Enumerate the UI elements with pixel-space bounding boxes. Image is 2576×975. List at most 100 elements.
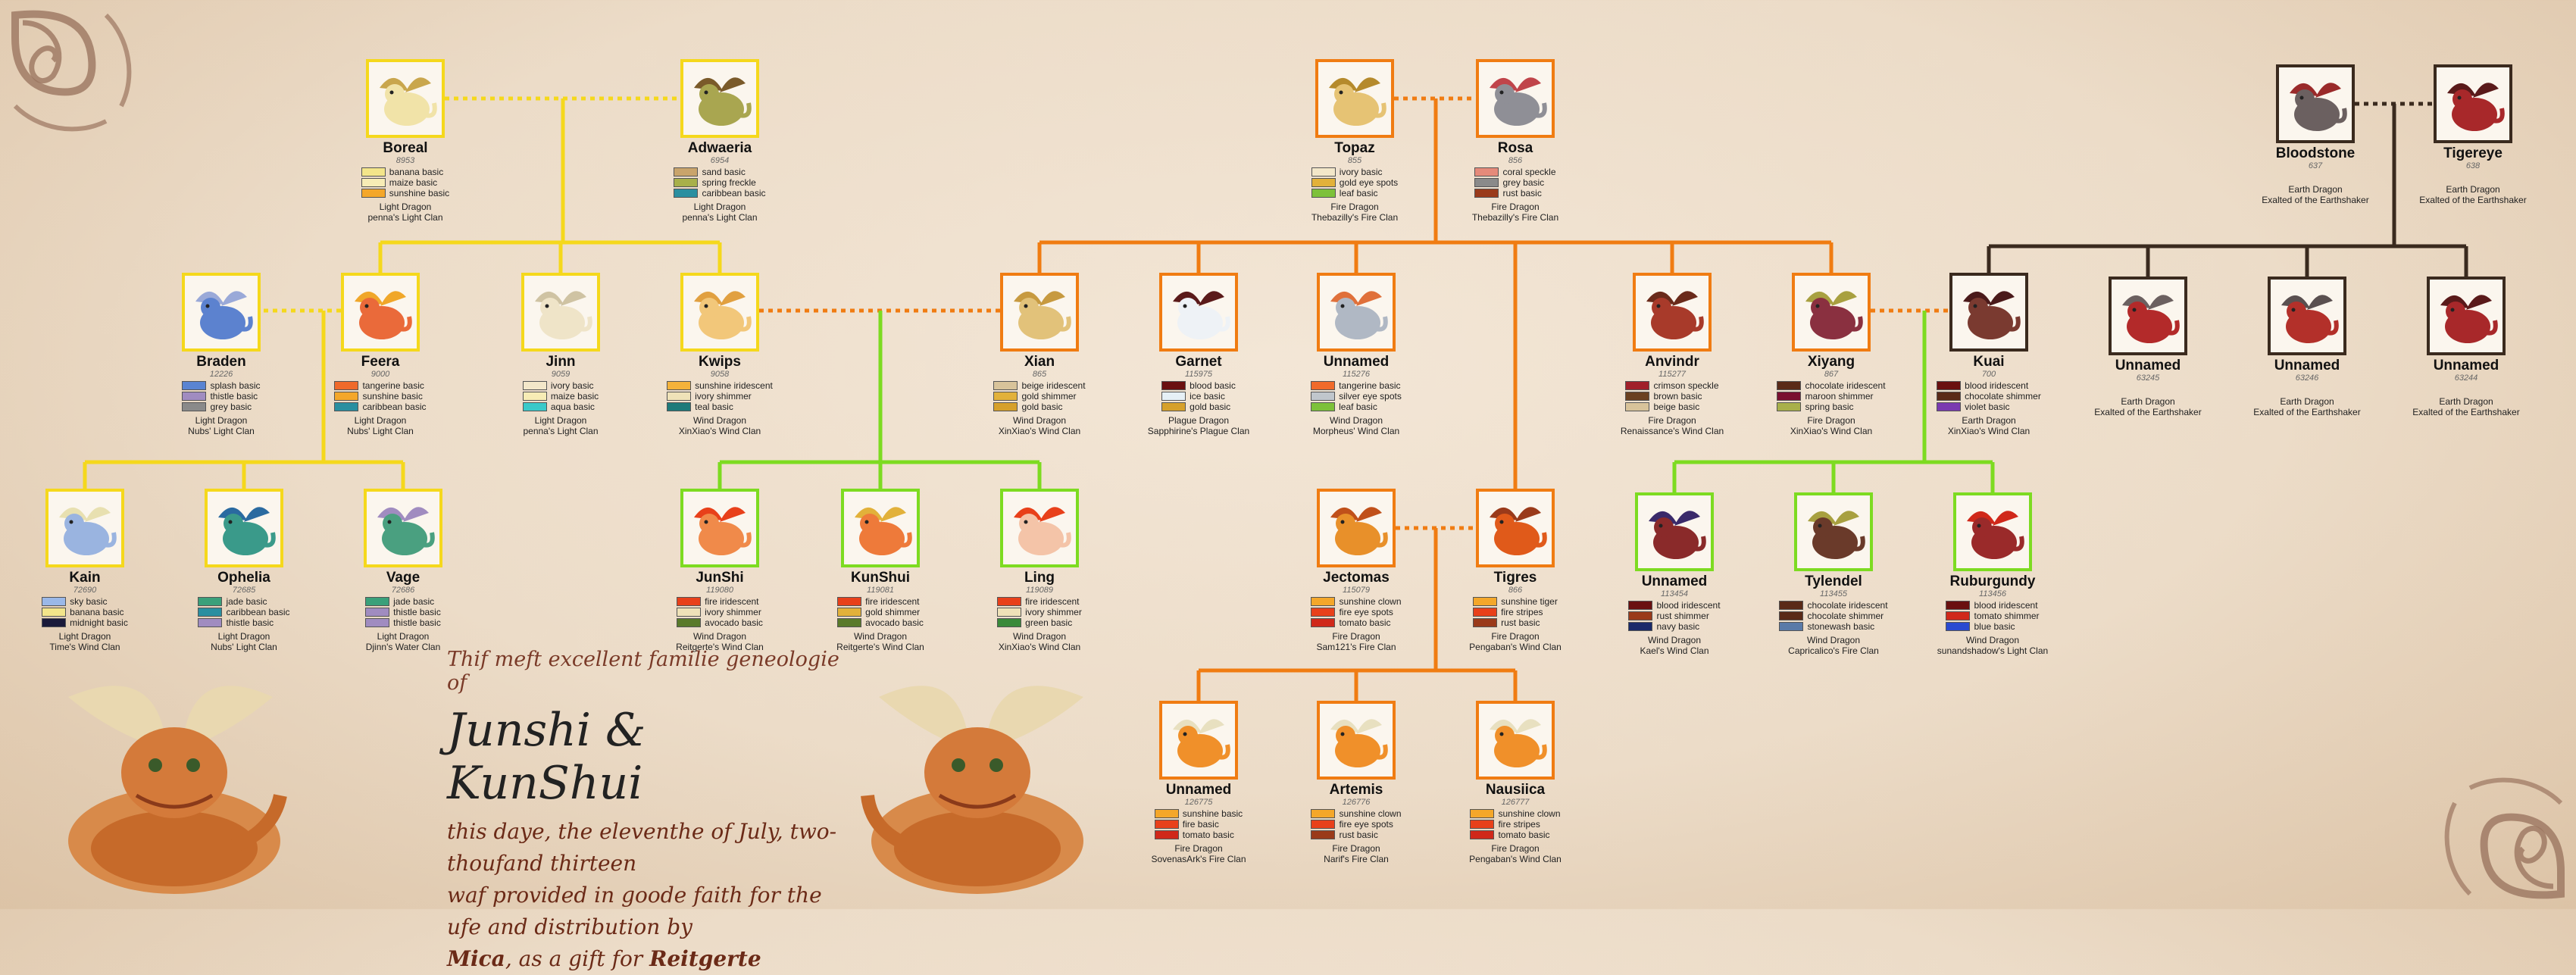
dragon-portrait[interactable] bbox=[680, 273, 759, 352]
dragon-portrait[interactable] bbox=[1635, 492, 1714, 571]
dragon-portrait[interactable] bbox=[341, 273, 420, 352]
dragon-name[interactable]: Bloodstone bbox=[2275, 145, 2356, 161]
dragon-name[interactable]: Jectomas bbox=[1323, 570, 1390, 586]
dragon-portrait[interactable] bbox=[364, 489, 442, 567]
dragon-portrait[interactable] bbox=[2109, 277, 2187, 355]
dragon-card[interactable]: Unnamed 63244 Earth Dragon Exalted of th… bbox=[2379, 277, 2553, 417]
dragon-name[interactable]: Unnamed bbox=[2274, 358, 2340, 373]
dragon-name[interactable]: Ophelia bbox=[217, 570, 270, 586]
dragon-name[interactable]: Ling bbox=[1024, 570, 1055, 586]
dragon-portrait[interactable] bbox=[1317, 701, 1396, 780]
dragon-portrait[interactable] bbox=[1476, 59, 1555, 138]
dragon-portrait[interactable] bbox=[1000, 273, 1079, 352]
dragon-portrait[interactable] bbox=[1792, 273, 1871, 352]
dragon-name[interactable]: Artemis bbox=[1329, 782, 1383, 798]
dragon-name[interactable]: Topaz bbox=[1334, 140, 1375, 156]
dragon-name[interactable]: Unnamed bbox=[1641, 573, 1708, 589]
dragon-name[interactable]: Feera bbox=[361, 354, 400, 370]
dragon-portrait[interactable] bbox=[182, 273, 261, 352]
dragon-name[interactable]: Garnet bbox=[1175, 354, 1222, 370]
dragon-name[interactable]: Braden bbox=[196, 354, 246, 370]
dragon-name[interactable]: Rosa bbox=[1497, 140, 1533, 156]
dragon-portrait[interactable] bbox=[1949, 273, 2028, 352]
dragon-name[interactable]: Xiyang bbox=[1807, 354, 1855, 370]
dragon-portrait[interactable] bbox=[841, 489, 920, 567]
dragon-name[interactable]: Xian bbox=[1024, 354, 1055, 370]
dragon-name[interactable]: Anvindr bbox=[1645, 354, 1699, 370]
dragon-portrait[interactable] bbox=[2427, 277, 2506, 355]
dragon-card[interactable]: Bloodstone 637 Earth Dragon Exalted of t… bbox=[2228, 64, 2402, 205]
dragon-portrait[interactable] bbox=[1159, 273, 1238, 352]
dragon-portrait[interactable] bbox=[1633, 273, 1712, 352]
dragon-name[interactable]: KunShui bbox=[850, 570, 911, 586]
dragon-portrait[interactable] bbox=[205, 489, 283, 567]
dragon-portrait[interactable] bbox=[1476, 489, 1555, 567]
dragon-portrait[interactable] bbox=[2276, 64, 2355, 143]
dragon-name[interactable]: Vage bbox=[386, 570, 420, 586]
dragon-portrait[interactable] bbox=[1000, 489, 1079, 567]
dragon-portrait[interactable] bbox=[366, 59, 445, 138]
dragon-name[interactable]: Boreal bbox=[383, 140, 428, 156]
dragon-name[interactable]: Tigres bbox=[1493, 570, 1537, 586]
dragon-name[interactable]: Tylendel bbox=[1805, 573, 1862, 589]
dragon-portrait[interactable] bbox=[521, 273, 600, 352]
dragon-name[interactable]: Kuai bbox=[1973, 354, 2005, 370]
dragon-portrait[interactable] bbox=[1315, 59, 1394, 138]
dragon-name[interactable]: Jinn bbox=[546, 354, 576, 370]
dragon-name[interactable]: Unnamed bbox=[1165, 782, 1232, 798]
dragon-id: 865 bbox=[1032, 370, 1047, 379]
dragon-portrait[interactable] bbox=[1317, 489, 1396, 567]
dragon-portrait[interactable] bbox=[1794, 492, 1873, 571]
dragon-portrait[interactable] bbox=[45, 489, 124, 567]
dragon-card[interactable]: Unnamed 63245 Earth Dragon Exalted of th… bbox=[2061, 277, 2235, 417]
dragon-card[interactable]: Unnamed 63246 Earth Dragon Exalted of th… bbox=[2220, 277, 2394, 417]
dragon-name[interactable]: Unnamed bbox=[2115, 358, 2181, 373]
dragon-portrait[interactable] bbox=[2434, 64, 2512, 143]
dragon-portrait[interactable] bbox=[2268, 277, 2346, 355]
dragon-name[interactable]: Unnamed bbox=[1323, 354, 1390, 370]
dragon-portrait[interactable] bbox=[680, 59, 759, 138]
dragon-name[interactable]: Tigereye bbox=[2443, 145, 2503, 161]
dragon-portrait[interactable] bbox=[1317, 273, 1396, 352]
dragon-name[interactable]: Unnamed bbox=[2433, 358, 2499, 373]
dragon-name[interactable]: Kain bbox=[69, 570, 101, 586]
dragon-name[interactable]: Adwaeria bbox=[687, 140, 752, 156]
dragon-portrait[interactable] bbox=[1476, 701, 1555, 780]
dragon-portrait[interactable] bbox=[1953, 492, 2032, 571]
dragon-name[interactable]: Kwips bbox=[699, 354, 741, 370]
dragon-portrait[interactable] bbox=[680, 489, 759, 567]
dragon-name[interactable]: Nausiica bbox=[1485, 782, 1546, 798]
dragon-name[interactable]: JunShi bbox=[696, 570, 744, 586]
dragon-portrait[interactable] bbox=[1159, 701, 1238, 780]
dragon-name[interactable]: Ruburgundy bbox=[1949, 573, 2036, 589]
dragon-card[interactable]: Tigereye 638 Earth Dragon Exalted of the… bbox=[2386, 64, 2560, 205]
